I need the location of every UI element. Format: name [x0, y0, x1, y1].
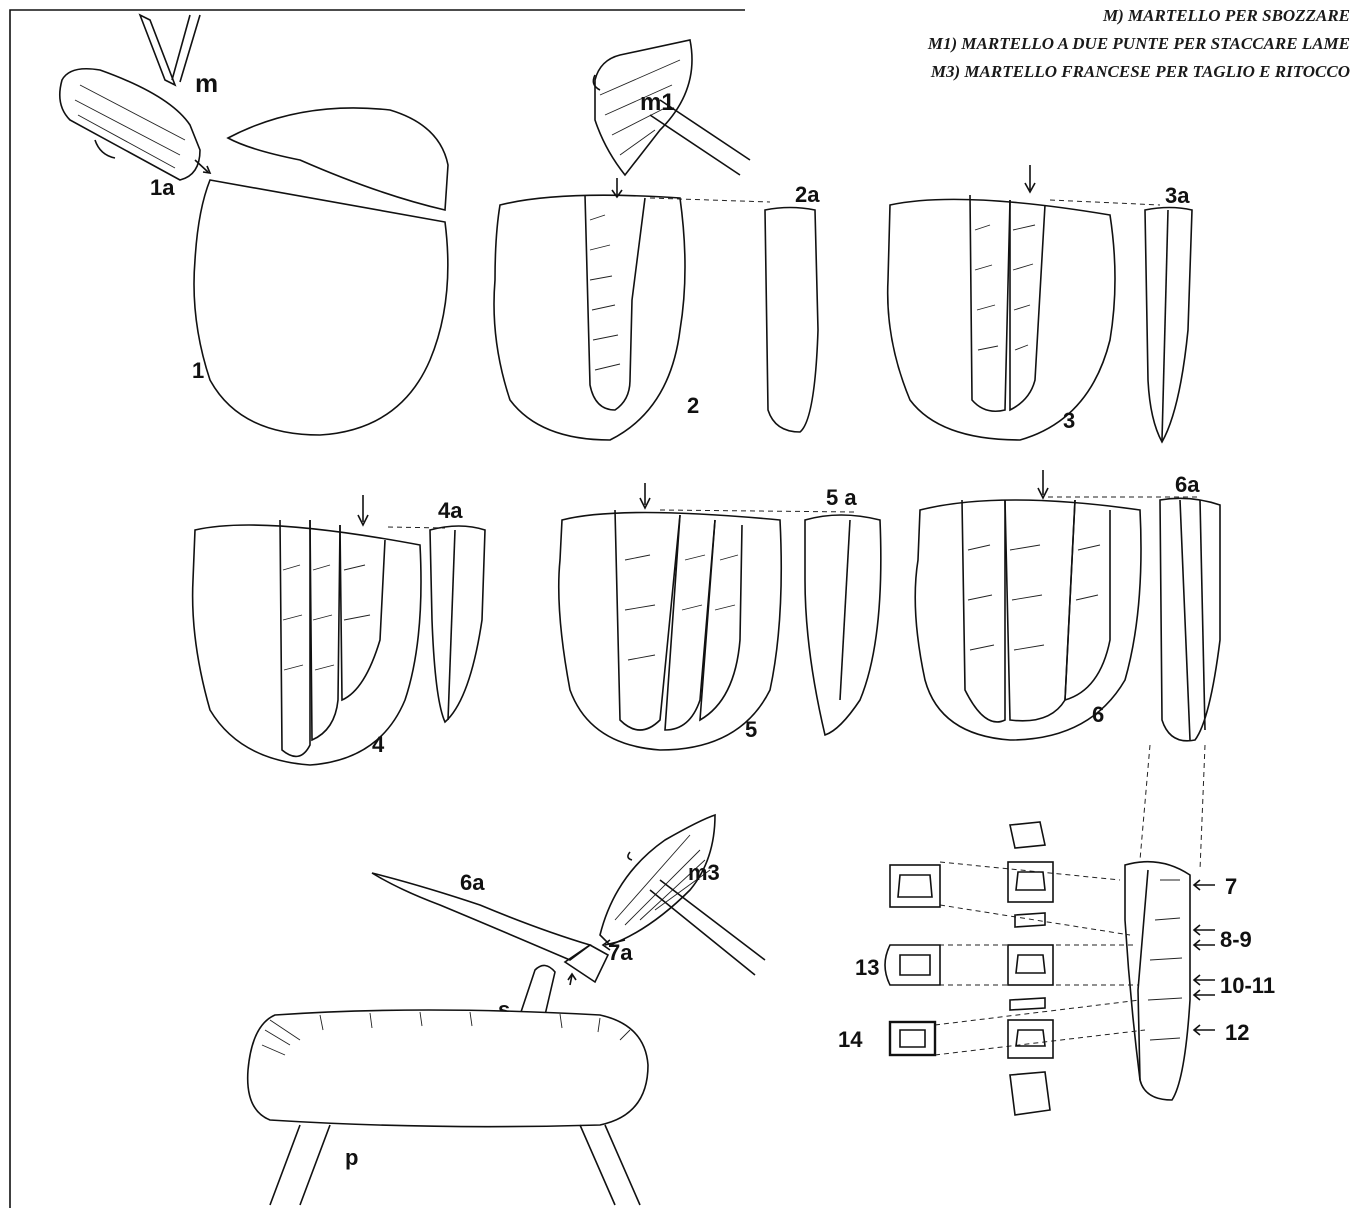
- label-p: p: [345, 1145, 358, 1170]
- dash-2: [650, 198, 770, 202]
- label-3a: 3a: [1165, 183, 1190, 208]
- blade-2a: [765, 208, 818, 433]
- label-2a: 2a: [795, 182, 820, 207]
- hammer-m-icon: [60, 15, 200, 180]
- label-7: 7: [1225, 874, 1237, 899]
- label-m1: m1: [640, 89, 675, 116]
- core-4: [193, 520, 421, 765]
- section-pieces: [885, 865, 940, 1055]
- blade-3a: [1145, 208, 1192, 443]
- label-3: 3: [1063, 408, 1075, 433]
- label-6: 6: [1092, 702, 1104, 727]
- blade-5a: [805, 515, 881, 735]
- label-1: 1: [192, 358, 204, 383]
- label-10-11: 10-11: [1220, 973, 1275, 998]
- label-6a-bottom: 6a: [460, 870, 485, 895]
- label-4: 4: [372, 732, 385, 757]
- label-m: m: [195, 68, 218, 98]
- core-2: [494, 195, 685, 440]
- core-5: [559, 510, 782, 750]
- label-m3: m3: [688, 860, 720, 885]
- stake-s: [520, 965, 576, 1015]
- anvil-log: [248, 1010, 648, 1127]
- label-13: 13: [855, 955, 879, 980]
- core-6: [915, 500, 1141, 740]
- label-1a: 1a: [150, 175, 175, 200]
- label-4a: 4a: [438, 498, 463, 523]
- segment-pieces: [1008, 822, 1053, 1115]
- core-3: [888, 195, 1115, 440]
- nodule-1: [194, 108, 448, 435]
- blade-4a: [430, 526, 485, 722]
- blade-6a: [1160, 498, 1220, 740]
- legend-m3: M3) MARTELLO FRANCESE PER TAGLIO E RITOC…: [760, 58, 1350, 86]
- label-5a: 5 a: [826, 485, 857, 510]
- blade-6a-retouch: [372, 873, 608, 982]
- label-5: 5: [745, 717, 757, 742]
- legend: M) MARTELLO PER SBOZZARE M1) MARTELLO A …: [760, 2, 1350, 86]
- segment-arrows: [1194, 880, 1215, 1035]
- label-8-9: 8-9: [1220, 927, 1252, 952]
- label-6a: 6a: [1175, 472, 1200, 497]
- legend-m: M) MARTELLO PER SBOZZARE: [760, 2, 1350, 30]
- label-7a: 7a: [608, 940, 633, 965]
- label-14: 14: [838, 1027, 863, 1052]
- label-12: 12: [1225, 1020, 1249, 1045]
- label-2: 2: [687, 393, 699, 418]
- legend-m1: M1) MARTELLO A DUE PUNTE PER STACCARE LA…: [760, 30, 1350, 58]
- stand-legs: [270, 1125, 640, 1205]
- segmented-blade: [1125, 862, 1190, 1100]
